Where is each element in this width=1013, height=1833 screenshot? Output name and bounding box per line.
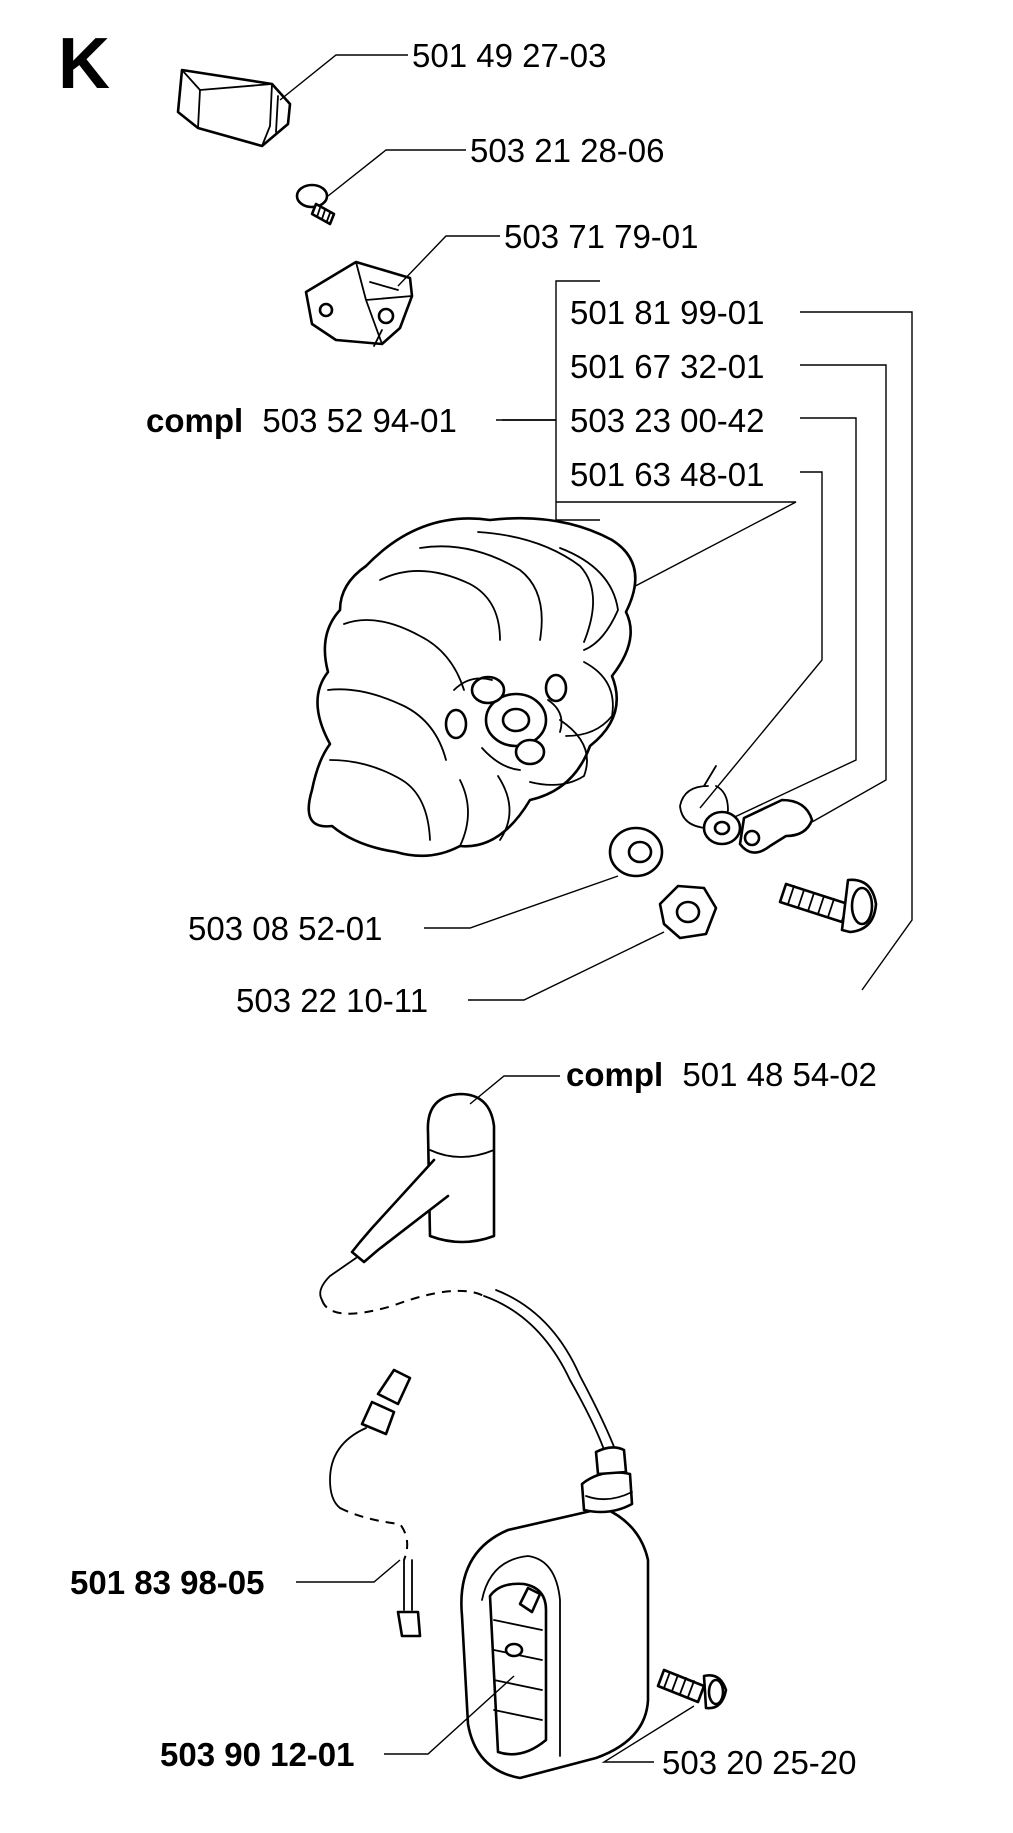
leader-ground-wire	[296, 1559, 401, 1583]
label-part-1: 501 49 27-03	[412, 37, 607, 74]
label-plug-cap: compl 501 48 54-02	[566, 1056, 877, 1093]
label-ground-wire: 501 83 98-05	[70, 1564, 265, 1601]
label-flywheel-prefix: compl	[146, 402, 243, 439]
flywheel-illustration	[307, 516, 637, 858]
leader-plug-cap	[469, 1075, 560, 1105]
label-group-4-3: 503 23 00-42	[570, 402, 765, 439]
label-group-4-2: 501 67 32-01	[570, 348, 765, 385]
bracket-clip-illustration	[176, 68, 292, 148]
leader-part-3	[397, 235, 500, 287]
leader-washer	[424, 875, 619, 929]
switch-bracket-illustration	[304, 260, 414, 347]
label-module-screw: 503 20 25-20	[662, 1744, 857, 1781]
ignition-lead	[319, 1257, 357, 1301]
washer-illustration	[608, 826, 664, 878]
leader-group-4-3	[723, 417, 857, 823]
module-screw-illustration	[656, 1668, 728, 1710]
label-part-2: 503 21 28-06	[470, 132, 665, 169]
screw-illustration	[295, 183, 336, 226]
ignition-lead-continued	[483, 1295, 611, 1471]
label-group-4-1: 501 81 99-01	[570, 294, 765, 331]
label-plug-cap-prefix: compl	[566, 1056, 663, 1093]
section-letter: K	[58, 24, 110, 104]
label-flywheel: compl 503 52 94-01	[146, 402, 457, 439]
label-flywheel-number: 503 52 94-01	[262, 402, 457, 439]
pawl-illustration	[738, 798, 814, 854]
label-nut: 503 22 10-11	[236, 982, 428, 1019]
label-washer: 503 08 52-01	[188, 910, 383, 947]
leader-module-screw	[601, 1705, 695, 1763]
bushing-illustration	[702, 810, 742, 846]
leader-ignition-module	[384, 1675, 515, 1755]
nut-illustration	[658, 884, 718, 940]
pawl-screw-illustration	[778, 878, 878, 934]
leader-flywheel	[502, 419, 797, 595]
leader-group-4-1	[800, 311, 913, 991]
leader-group-4-2	[800, 364, 887, 823]
spark-plug-cap-illustration	[350, 1092, 496, 1264]
ground-wire-illustration	[329, 1368, 422, 1638]
leader-group-4-4	[699, 471, 823, 809]
label-ignition-module: 503 90 12-01	[160, 1736, 355, 1773]
label-group-4-4: 501 63 48-01	[570, 456, 765, 493]
ignition-module-illustration	[460, 1446, 650, 1780]
label-plug-cap-number: 501 48 54-02	[682, 1056, 877, 1093]
leader-part-1	[279, 54, 408, 101]
leader-part-2	[327, 149, 466, 197]
leader-nut	[468, 931, 665, 1001]
ignition-lead-dashed	[321, 1289, 485, 1315]
label-part-3: 503 71 79-01	[504, 218, 699, 255]
